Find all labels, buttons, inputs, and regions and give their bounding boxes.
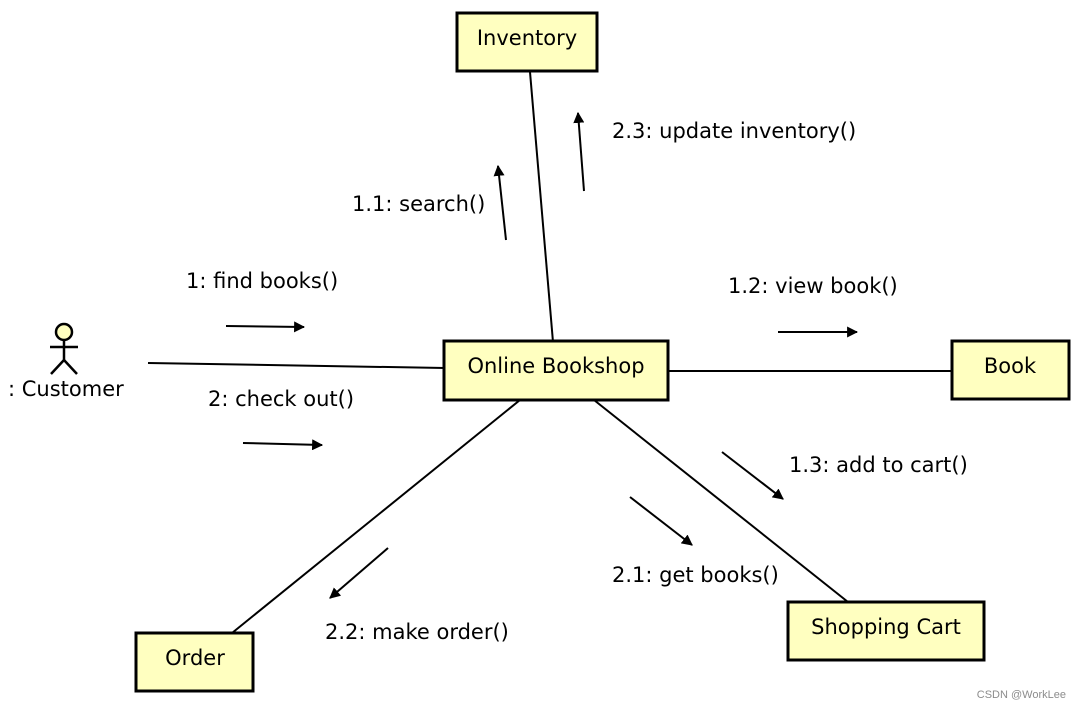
- link-inventory-bookshop: [529, 71, 554, 343]
- object-online-bookshop-label: Online Bookshop: [467, 354, 644, 378]
- object-shopping-cart[interactable]: Shopping Cart: [786, 600, 986, 662]
- message-make-order: 2.2: make order(): [325, 620, 509, 644]
- actor-customer-label: : Customer: [8, 377, 124, 401]
- object-shopping-cart-label: Shopping Cart: [811, 615, 961, 639]
- actor-customer[interactable]: : Customer: [8, 322, 124, 401]
- link-bookshop-cart: [593, 399, 849, 603]
- arrow-find-books: [225, 321, 306, 333]
- link-bookshop-order: [231, 399, 521, 634]
- object-book-label: Book: [984, 354, 1037, 378]
- object-online-bookshop[interactable]: Online Bookshop: [442, 339, 670, 402]
- message-update-inventory: 2.3: update inventory(): [612, 119, 856, 143]
- object-inventory-label: Inventory: [477, 26, 577, 50]
- object-book[interactable]: Book: [950, 339, 1071, 401]
- watermark: CSDN @WorkLee: [976, 689, 1066, 701]
- message-get-books: 2.1: get books(): [612, 563, 779, 587]
- object-order-label: Order: [165, 646, 225, 670]
- object-order[interactable]: Order: [134, 631, 255, 693]
- message-search: 1.1: search(): [352, 192, 485, 216]
- arrow-make-order: [329, 547, 389, 599]
- message-view-book: 1.2: view book(): [728, 274, 898, 298]
- arrow-check-out: [242, 439, 324, 451]
- object-inventory[interactable]: Inventory: [455, 11, 599, 73]
- message-add-to-cart: 1.3: add to cart(): [789, 453, 968, 477]
- arrow-add-to-cart: [721, 451, 784, 500]
- stick-figure-icon: [50, 322, 78, 375]
- link-customer-bookshop: [147, 362, 446, 369]
- arrow-search: [493, 164, 507, 241]
- message-find-books: 1: find books(): [186, 269, 338, 293]
- message-check-out: 2: check out(): [208, 387, 354, 411]
- arrow-get-books: [629, 496, 693, 546]
- arrow-update-inventory: [573, 111, 585, 192]
